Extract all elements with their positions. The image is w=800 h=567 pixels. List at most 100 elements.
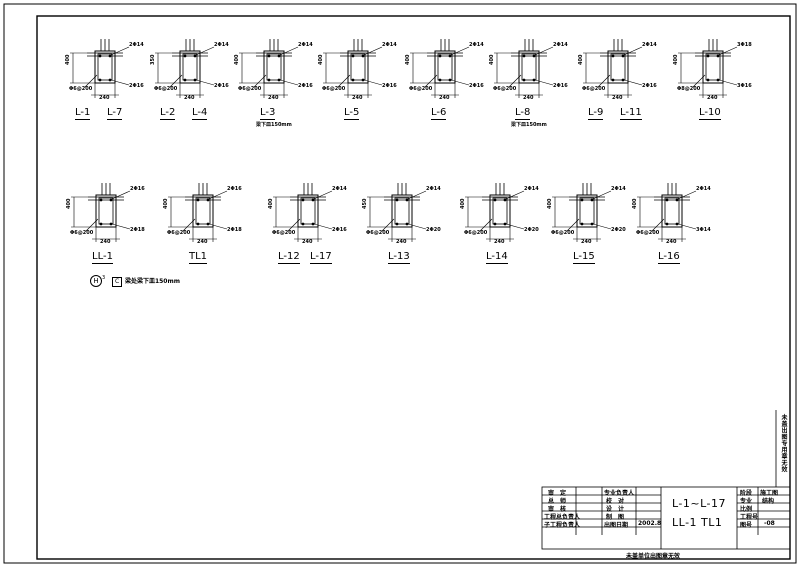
stirrup-label: Φ6@200 bbox=[636, 230, 660, 236]
stirrup-label: Φ6@200 bbox=[551, 230, 575, 236]
top-bar-label: 2Φ16 bbox=[227, 186, 242, 192]
tb-sheji-label: 设 计 bbox=[606, 506, 625, 513]
top-bar-label: 2Φ14 bbox=[524, 186, 539, 192]
stirrup-label: Φ6@200 bbox=[366, 230, 390, 236]
beam-name-label: L-5 bbox=[344, 107, 360, 120]
top-bar bbox=[193, 54, 197, 58]
bottom-bar-leader bbox=[279, 79, 299, 86]
stirrup-label: Φ6@200 bbox=[154, 86, 178, 92]
top-bar bbox=[267, 54, 271, 58]
stirrup-label: Φ6@200 bbox=[582, 86, 606, 92]
bottom-bar bbox=[706, 78, 710, 82]
beam-outline bbox=[702, 50, 724, 84]
vertical-stamp-note: 未盖出图专用章无效 bbox=[780, 414, 787, 473]
bottom-bar bbox=[183, 78, 187, 82]
bottom-bar-leader bbox=[623, 79, 643, 86]
beam-note: 梁下皿150mm bbox=[511, 122, 547, 128]
beam-name-label: L-4 bbox=[192, 107, 208, 120]
top-bar-leader bbox=[534, 46, 554, 56]
stirrup-label: Φ6@200 bbox=[409, 86, 433, 92]
bottom-bar-label: 2Φ16 bbox=[214, 83, 229, 89]
stirrup bbox=[300, 197, 316, 225]
beam-outline bbox=[95, 194, 117, 228]
bottom-bar bbox=[621, 78, 625, 82]
width-label: 240 bbox=[352, 95, 363, 101]
stirrup bbox=[521, 53, 537, 81]
tb-shending-label: 审 定 bbox=[548, 490, 567, 497]
stirrup bbox=[350, 53, 366, 81]
bottom-bar bbox=[503, 222, 507, 226]
bottom-bar bbox=[109, 222, 113, 226]
height-label: 400 bbox=[578, 54, 584, 65]
beam-name-label: L-7 bbox=[107, 107, 123, 120]
tb-discipline-label: 专业 bbox=[740, 498, 753, 505]
bottom-bar-leader bbox=[505, 223, 525, 230]
beam-name-label: L-11 bbox=[620, 107, 642, 120]
stirrup bbox=[98, 197, 114, 225]
width-label: 240 bbox=[302, 239, 313, 245]
top-bar bbox=[395, 198, 399, 202]
height-label: 400 bbox=[632, 198, 638, 209]
bottom-bar-leader bbox=[195, 79, 215, 86]
stirrup-leader bbox=[479, 218, 493, 232]
stirrup bbox=[437, 53, 453, 81]
bottom-bar-label: 2Φ20 bbox=[611, 227, 626, 233]
stirrup-leader bbox=[597, 74, 611, 88]
beam-name-label: L-15 bbox=[573, 251, 595, 264]
height-label: 400 bbox=[268, 198, 274, 209]
top-bar-leader bbox=[208, 190, 228, 200]
height-label: 400 bbox=[65, 54, 71, 65]
beam-section-5 bbox=[494, 39, 554, 98]
tb-scale-label: 比例 bbox=[740, 506, 753, 513]
bottom-bar-label: 2Φ16 bbox=[332, 227, 347, 233]
beam-section-2 bbox=[239, 39, 299, 98]
width-label: 240 bbox=[439, 95, 450, 101]
width-label: 240 bbox=[523, 95, 534, 101]
top-bar-leader bbox=[195, 46, 215, 56]
beam-outline bbox=[297, 194, 319, 228]
top-bar-leader bbox=[110, 46, 130, 56]
beam-outline bbox=[661, 194, 683, 228]
bottom-bar-label: 2Φ20 bbox=[524, 227, 539, 233]
bottom-bar-label: 3Φ14 bbox=[696, 227, 711, 233]
beam-section-8 bbox=[71, 183, 131, 242]
top-bar-label: 2Φ14 bbox=[332, 186, 347, 192]
stirrup-leader bbox=[692, 74, 706, 88]
height-label: 400 bbox=[318, 54, 324, 65]
top-bar bbox=[405, 198, 409, 202]
bottom-bar bbox=[405, 222, 409, 226]
top-bar-label: 2Φ14 bbox=[469, 42, 484, 48]
height-label: 450 bbox=[362, 198, 368, 209]
width-label: 240 bbox=[197, 239, 208, 245]
axis-symbol-sup: 3 bbox=[102, 275, 106, 281]
beam-section-12 bbox=[465, 183, 525, 242]
beam-section-7 bbox=[678, 39, 738, 98]
height-label: 400 bbox=[405, 54, 411, 65]
stirrup bbox=[705, 53, 721, 81]
beam-name-label: L-14 bbox=[486, 251, 508, 264]
bottom-bar bbox=[716, 78, 720, 82]
drawing-title-line2: LL-1 TL1 bbox=[672, 516, 723, 529]
beam-name-label: TL1 bbox=[189, 251, 208, 264]
bottom-bar bbox=[522, 78, 526, 82]
top-bar bbox=[98, 54, 102, 58]
bottom-bar-label: 2Φ16 bbox=[469, 83, 484, 89]
stirrup-leader bbox=[381, 218, 395, 232]
beam-name-label: L-10 bbox=[699, 107, 721, 120]
bottom-bar bbox=[448, 78, 452, 82]
beam-section-10 bbox=[273, 183, 333, 242]
bottom-bar bbox=[590, 222, 594, 226]
tb-projectno-label: 工程号 bbox=[740, 514, 759, 521]
top-bar-leader bbox=[279, 46, 299, 56]
top-bar bbox=[716, 54, 720, 58]
bottom-bar bbox=[267, 78, 271, 82]
stirrup-label: Φ6@200 bbox=[167, 230, 191, 236]
bottom-bar-leader bbox=[534, 79, 554, 86]
top-bar bbox=[706, 54, 710, 58]
height-label: 400 bbox=[66, 198, 72, 209]
top-bar-leader bbox=[505, 190, 525, 200]
top-bar-leader bbox=[718, 46, 738, 56]
stirrup bbox=[182, 53, 198, 81]
top-bar bbox=[206, 198, 210, 202]
